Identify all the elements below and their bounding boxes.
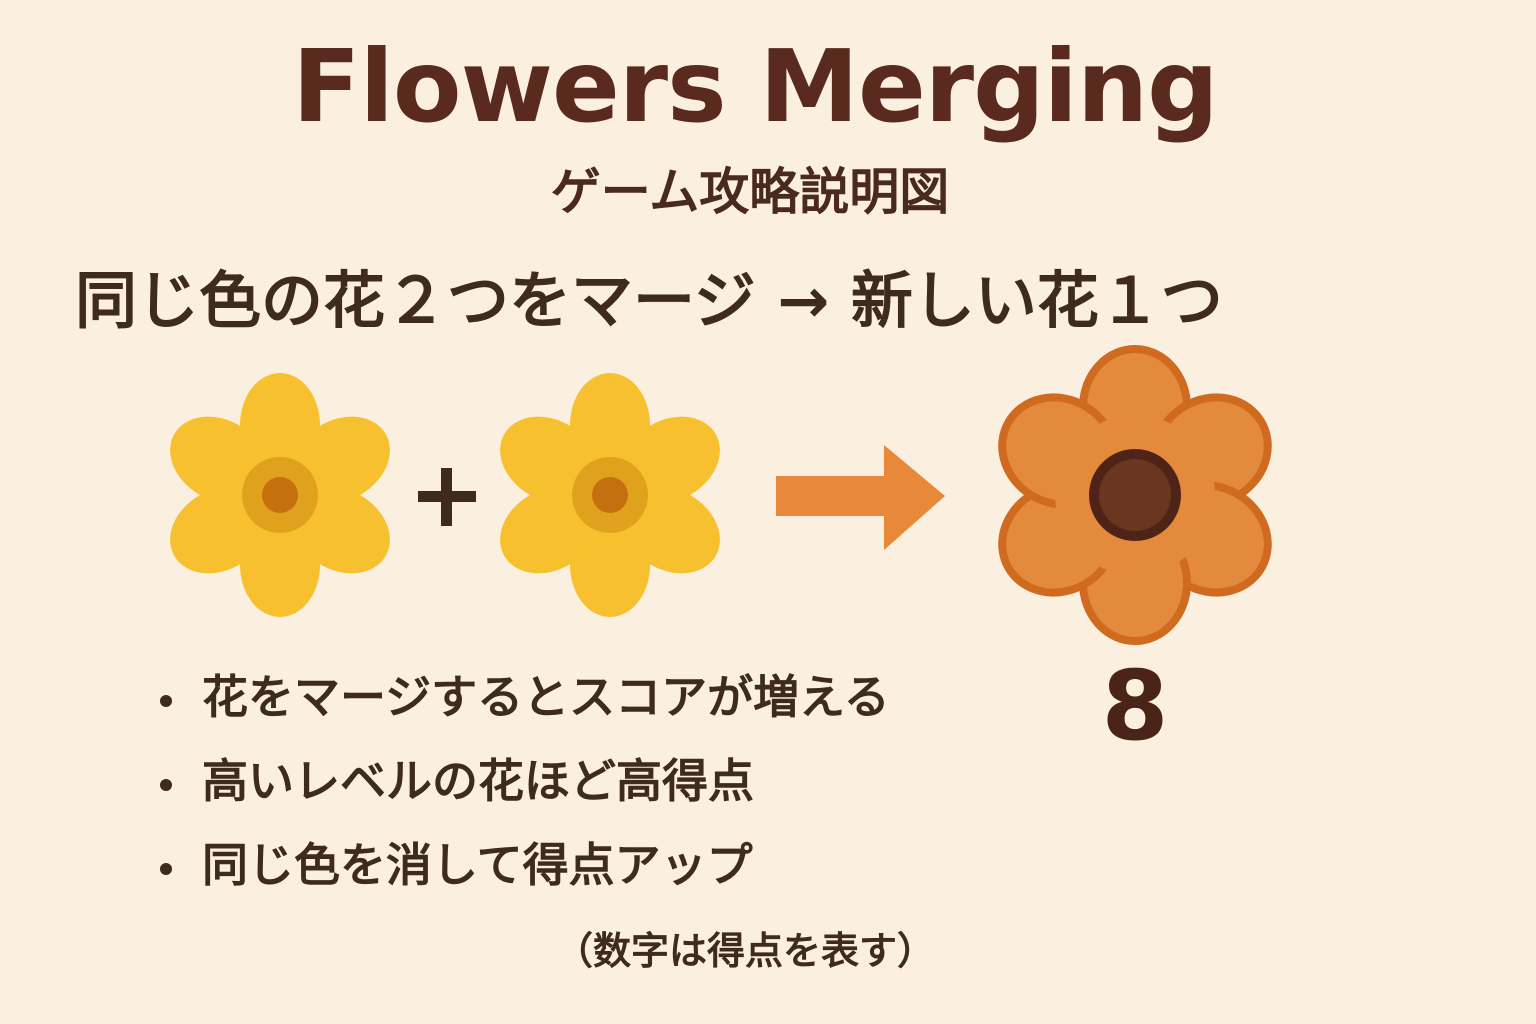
arrow-right-icon: [776, 445, 945, 550]
bullet-icon: [160, 862, 172, 875]
score-value: 8: [1101, 650, 1169, 762]
page-title: Flowers Merging: [292, 28, 1218, 145]
list-item: 同じ色を消して得点アップ: [160, 833, 890, 917]
list-item: 高いレベルの花ほど高得点: [160, 749, 890, 833]
merge-rule: 同じ色の花２つをマージ → 新しい花１つ: [75, 264, 1223, 337]
yellow-flower-icon: [484, 373, 736, 617]
tips-list: 花をマージするとスコアが増える 高いレベルの花ほど高得点 同じ色を消して得点アッ…: [160, 665, 890, 917]
tip-text: 花をマージするとスコアが増える: [202, 670, 890, 724]
tip-text: 高いレベルの花ほど高得点: [202, 754, 754, 808]
tip-text: 同じ色を消して得点アップ: [202, 838, 753, 892]
bullet-icon: [160, 778, 172, 791]
footnote: （数字は得点を表す）: [554, 929, 935, 973]
list-item: 花をマージするとスコアが増える: [160, 665, 890, 749]
orange-flower-icon: [998, 345, 1272, 645]
bullet-icon: [160, 694, 172, 707]
yellow-flower-icon: [154, 373, 406, 617]
page-subtitle: ゲーム攻略説明図: [550, 163, 950, 221]
plus-icon: [418, 468, 476, 526]
